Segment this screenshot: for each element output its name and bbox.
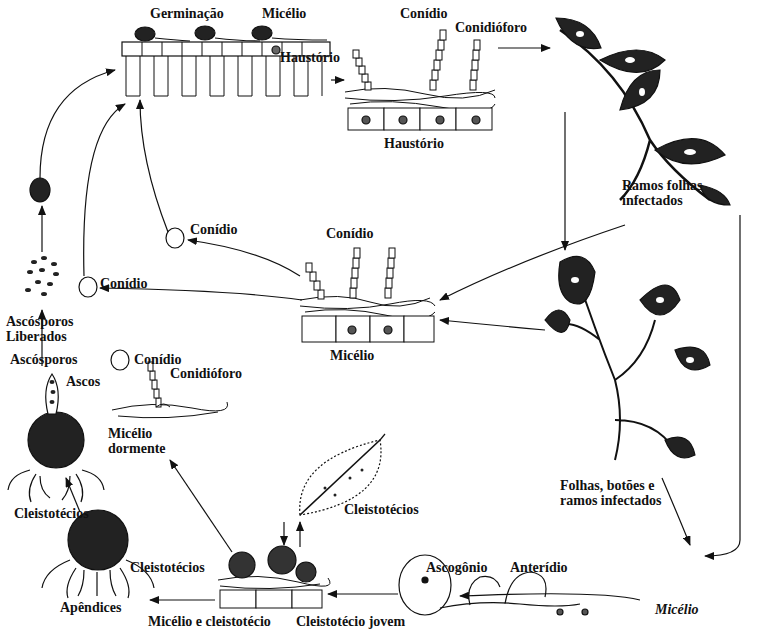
stage-label: Ascogônio — [426, 560, 487, 575]
stage-label: Conídio — [326, 226, 373, 241]
stage-label: Ramos folhas infectados — [622, 178, 734, 208]
stage-label: Folhas, botões e ramos infectados — [560, 478, 690, 508]
stage-label: Micélio e cleistotécio — [148, 614, 271, 629]
stage-label: Germinação — [150, 6, 224, 21]
stage-label: Cleistotécio jovem — [296, 614, 405, 629]
stage-label: Micélio dormente — [108, 426, 182, 456]
stage-label: Cleistotécios — [344, 502, 419, 517]
stage-label: Apêndices — [60, 600, 121, 615]
stage-label: Anterídio — [510, 560, 568, 575]
stage-label: Conidióforo — [455, 20, 527, 35]
stage-label: Conidióforo — [170, 366, 242, 381]
stage-label: Micélio — [655, 602, 699, 617]
stage-label: Conídio — [100, 276, 147, 291]
stage-label: Cleistotécios — [14, 506, 89, 521]
stage-label: Ascósporos Liberados — [6, 314, 96, 344]
stage-label: Conídio — [190, 222, 237, 237]
stage-label: Haustório — [280, 50, 340, 65]
stage-label: Micélio — [262, 6, 306, 21]
stage-label: Cleistotécios — [130, 560, 205, 575]
stage-label: Micélio — [330, 348, 374, 363]
stage-label: Ascos — [66, 374, 100, 389]
stage-label: Ascósporos — [10, 352, 77, 367]
stage-label: Conídio — [134, 352, 181, 367]
stage-label: Conídio — [400, 6, 447, 21]
stage-label: Haustório — [384, 136, 444, 151]
